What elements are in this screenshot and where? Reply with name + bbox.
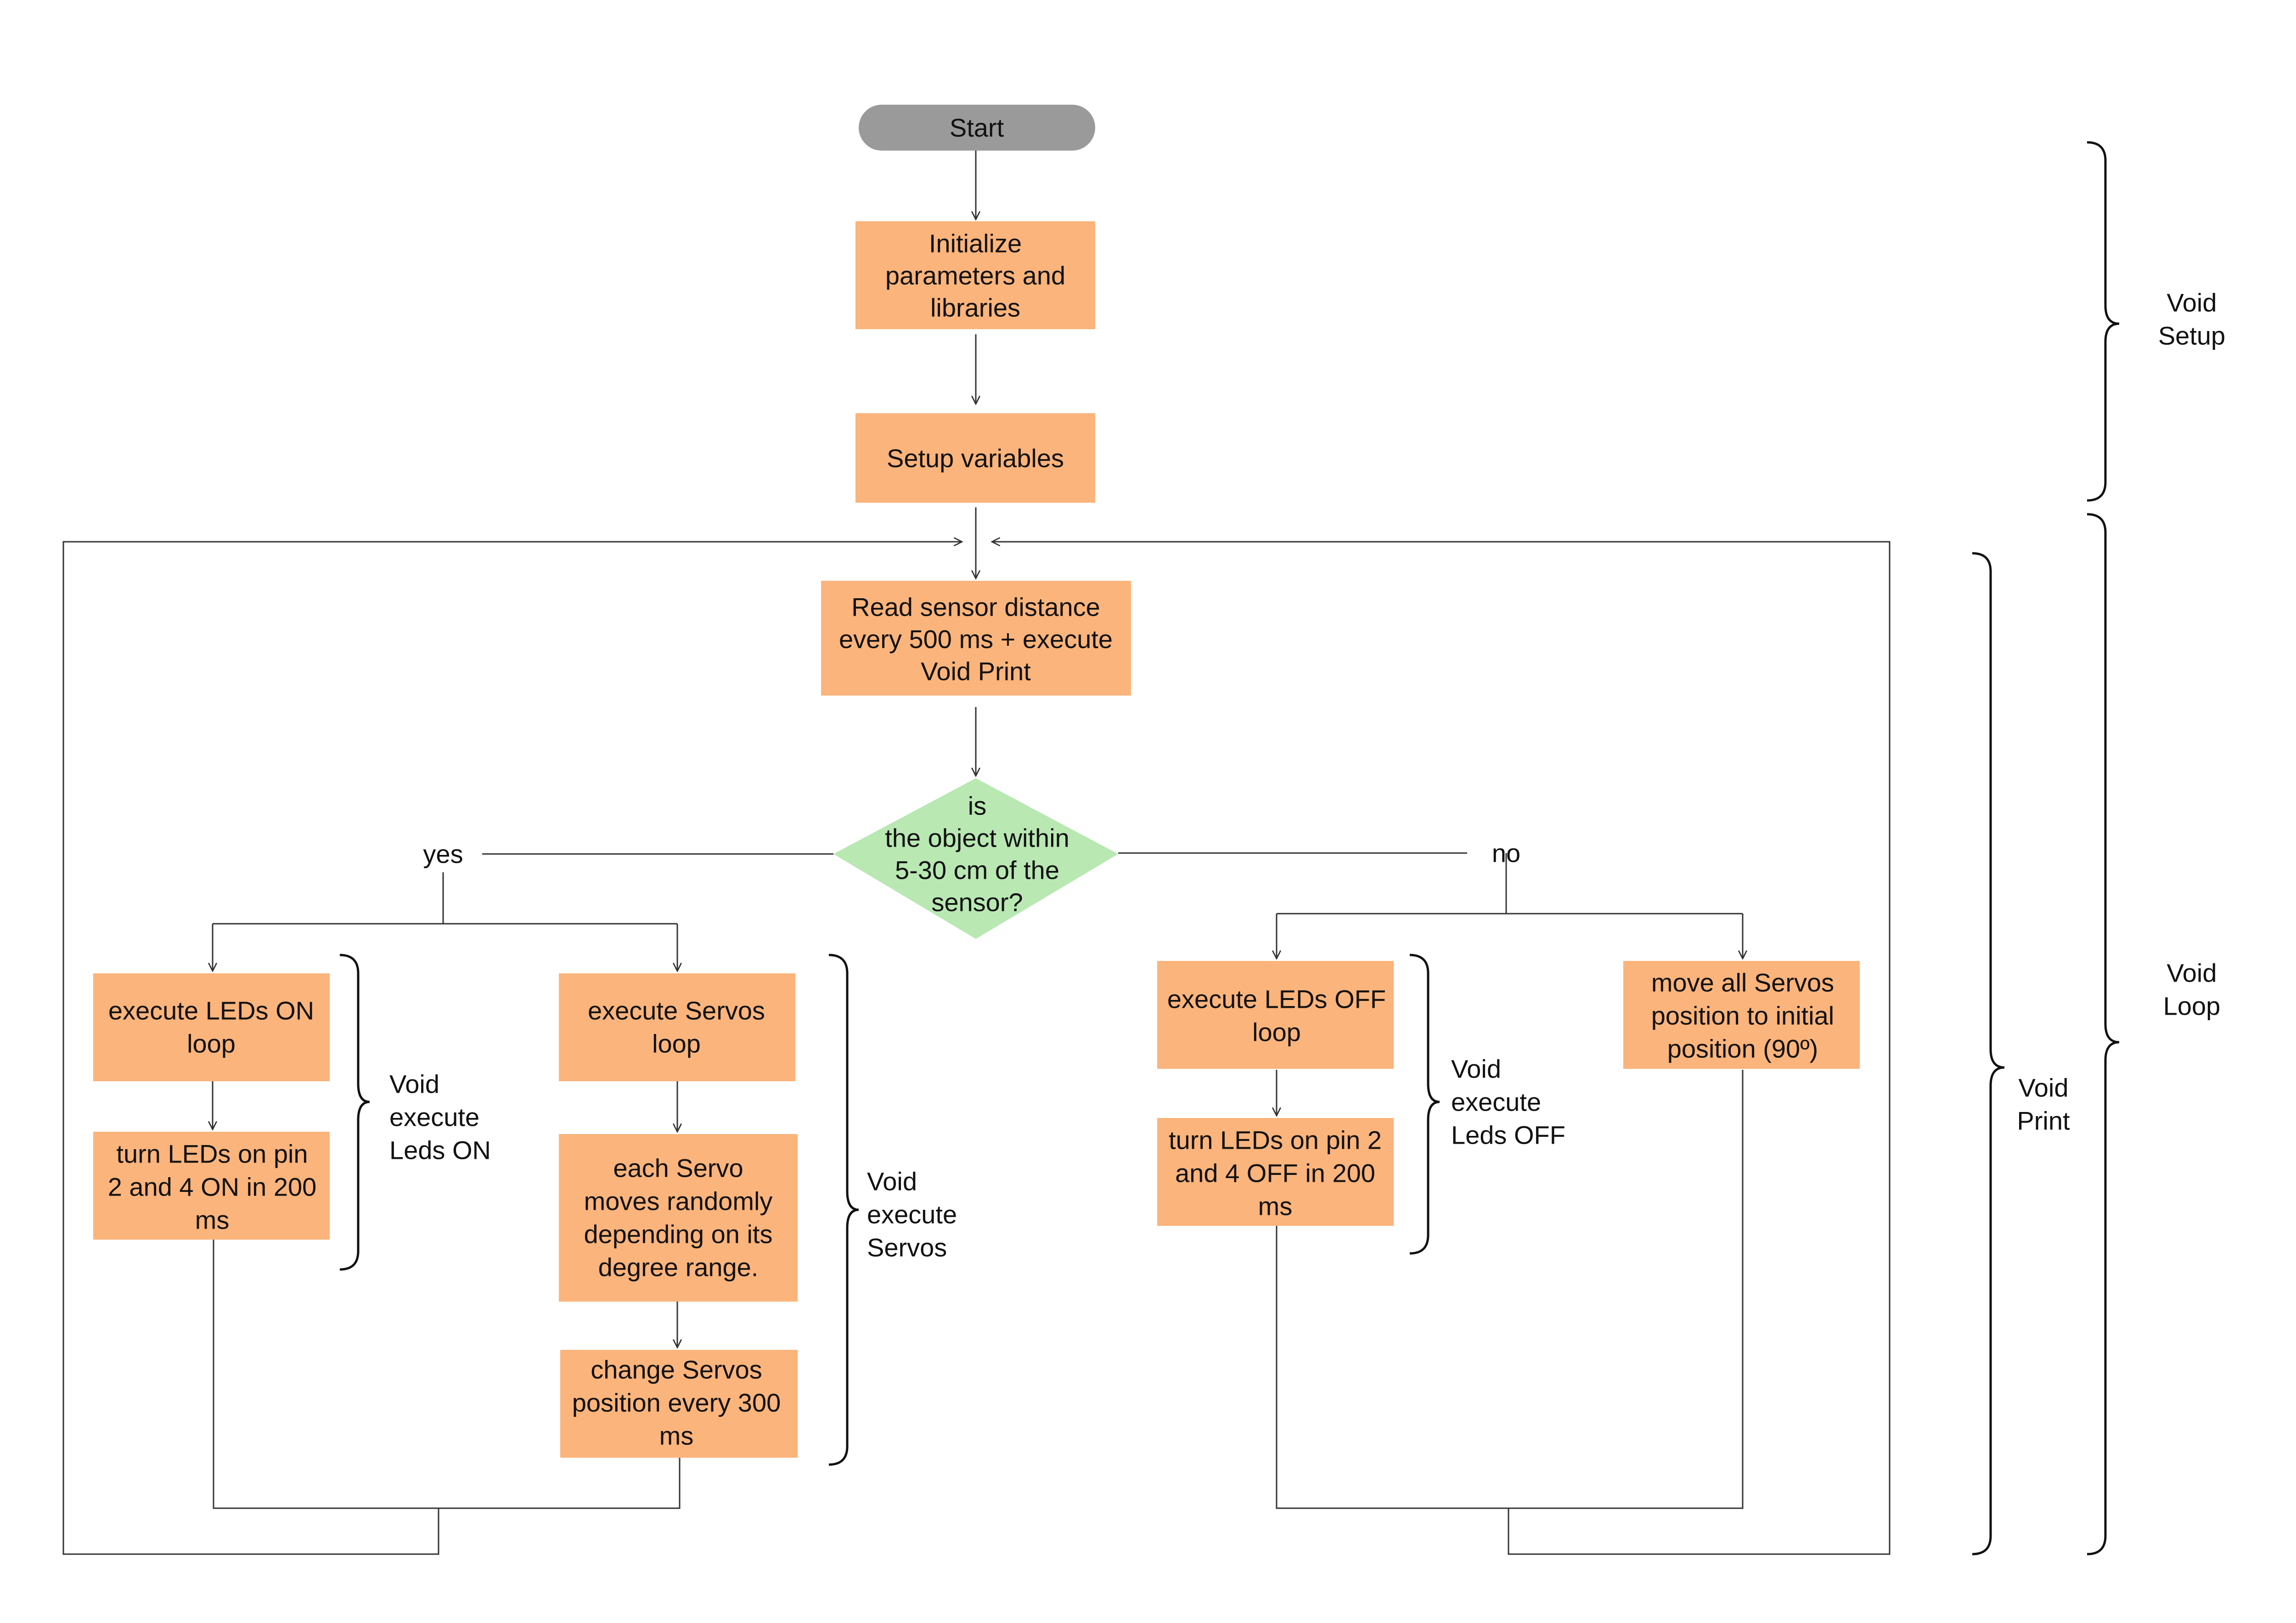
text-line: depending on its [584,1220,772,1249]
text-line: execute LEDs OFF [1167,985,1386,1014]
servo-change-box [560,1350,798,1458]
decision-diamond [833,778,1118,939]
text-line: ms [1258,1192,1293,1221]
leds-on-pins-label: turn LEDs on pin 2 and 4 ON in 200 ms [108,1140,317,1235]
shapes [93,105,1860,1458]
setup-variables-box [855,413,1095,503]
text-line: Loop [2163,992,2221,1021]
text-line: loop [187,1029,236,1058]
text-line: move all Servos [1651,968,1834,997]
text-line: parameters and [885,261,1065,290]
text-line: Servos [867,1233,947,1262]
decision-label: is the object within 5-30 cm of the sensor? [885,792,1069,917]
connectors [62,151,1891,1555]
servo-change-label: change Servos position every 300 ms [572,1355,781,1450]
text-line: Print [2017,1106,2070,1135]
line-right-loop-back [992,542,1891,1555]
read-sensor-box [821,581,1131,696]
text-line: turn LEDs on pin 2 [1169,1126,1382,1155]
text-line: and 4 OFF in 200 [1175,1159,1375,1188]
text-line: Void Print [921,657,1031,686]
setup-variables-label: Setup variables [887,444,1064,473]
servo-random-label: each Servo moves randomly depending on its… [584,1154,772,1282]
text-line: each Servo [613,1154,743,1183]
brace-void-leds-on [339,954,370,1271]
text-line: Void [2167,959,2217,988]
brace-void-leds-off [1409,954,1440,1255]
leds-on-pins-box [93,1132,330,1240]
text-line: ms [195,1206,230,1235]
text-line: execute [389,1103,479,1132]
text-line: execute [867,1200,957,1229]
text-line: Leds OFF [1451,1121,1565,1150]
text-line: Setup [2158,321,2225,350]
text-line: libraries [930,293,1020,322]
leds-off-pins-box [1157,1118,1394,1226]
text-line: Void [2167,288,2217,317]
text-line: Leds ON [389,1136,491,1165]
text-line: turn LEDs on pin [116,1140,308,1168]
brace-void-loop [2087,513,2120,1556]
servo-random-box [559,1134,798,1302]
text-line: loop [1252,1018,1301,1047]
text-line: Void [1451,1055,1501,1084]
text-line: degree range. [598,1253,759,1282]
text-line: execute Servos [588,996,765,1025]
text-line: Void [867,1167,917,1196]
text-line: 2 and 4 ON in 200 [108,1173,317,1202]
line-yes-merge [213,1240,681,1509]
text-line: execute [1451,1088,1541,1117]
braces [339,141,2120,1556]
text-line: is [968,792,986,820]
text-line: loop [652,1029,701,1058]
brace-void-servos [828,954,859,1466]
init-box [855,221,1095,329]
init-label: Initialize parameters and libraries [885,229,1065,322]
text-line: every 500 ms + execute [839,625,1113,654]
servos-loop-box [559,973,795,1081]
text-line: Setup variables [887,444,1064,473]
leds-off-loop-label: execute LEDs OFF loop [1167,985,1386,1047]
leds-off-pins-label: turn LEDs on pin 2 and 4 OFF in 200 ms [1169,1126,1382,1221]
text-line: Void [389,1070,439,1099]
text-line: ms [659,1421,694,1450]
text-line: position every 300 [572,1388,781,1417]
text-line: change Servos [591,1355,762,1384]
brace-void-print [1972,552,2005,1556]
line-no-merge [1276,1070,1744,1509]
start-label: Start [950,113,1004,142]
line-left-loop-back [62,542,962,1555]
text-line: Initialize [929,229,1022,258]
text-line: Void [2019,1073,2069,1102]
servos-loop-label: execute Servos loop [588,996,765,1058]
text-line: sensor? [931,888,1023,917]
text-line: 5-30 cm of the [895,856,1059,885]
text-line: the object within [885,824,1069,853]
servo-reset-label: move all Servos position to initial positi… [1651,968,1834,1063]
text-line: execute LEDs ON [108,996,314,1025]
text-line: Read sensor distance [851,593,1100,622]
servo-reset-box [1623,961,1860,1069]
text-line: position to initial [1651,1001,1834,1030]
leds-on-loop-box [93,973,330,1081]
text-line: moves randomly [584,1187,773,1216]
text-line: position (90º) [1667,1034,1818,1063]
no-label: no [1492,839,1520,868]
yes-label: yes [423,840,463,869]
brace-void-setup [2087,141,2120,502]
start-terminal [859,105,1095,151]
leds-on-loop-label: execute LEDs ON loop [108,996,314,1058]
leds-off-loop-box [1157,961,1394,1069]
read-sensor-label: Read sensor distance every 500 ms + execu… [839,593,1113,686]
